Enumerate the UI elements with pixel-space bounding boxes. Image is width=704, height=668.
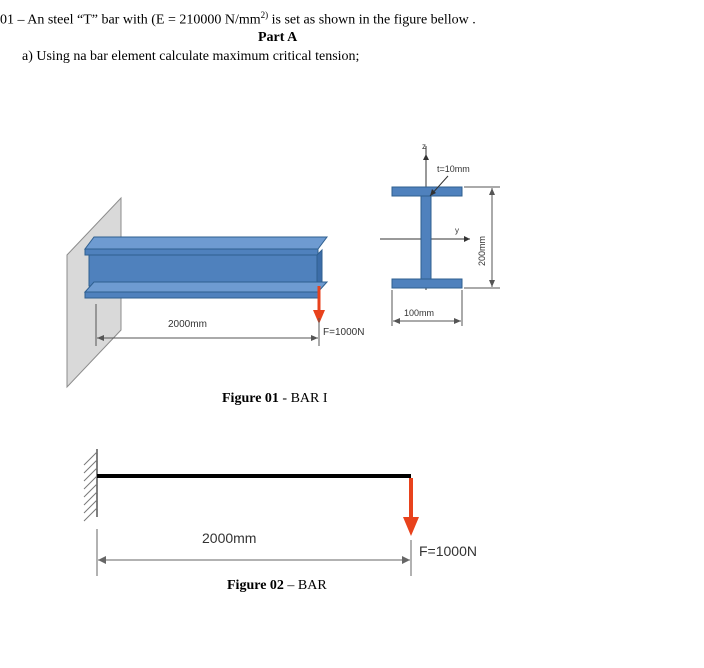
height-dim-arrow-top xyxy=(489,188,495,195)
width-label: 100mm xyxy=(404,308,434,318)
part-title: Part A xyxy=(258,30,298,45)
dim-arrow-right xyxy=(311,335,318,341)
beam-top-flange-front xyxy=(84,248,319,256)
figure-01-caption-rest: - BAR I xyxy=(278,391,328,406)
beam-bottom-flange-front xyxy=(84,291,319,299)
beam-web-end xyxy=(316,248,323,288)
question-text-prefix: 01 – An steel “T” bar with (E = 210000 N… xyxy=(0,12,261,28)
beam-bottom-flange-top xyxy=(83,281,329,293)
height-label: 200mm xyxy=(477,236,487,266)
figure-01-caption: Figure 01 - BAR I xyxy=(222,391,328,407)
dim-arrow-left xyxy=(97,335,104,341)
thickness-label: t=10mm xyxy=(437,164,470,174)
axis-z-label: z xyxy=(422,142,426,151)
section-top-flange xyxy=(391,186,463,197)
item-a: a) Using na bar element calculate maximu… xyxy=(22,49,360,64)
axis-y-label: y xyxy=(455,226,459,235)
height-dim-arrow-bottom xyxy=(489,280,495,287)
beam-top-flange-top xyxy=(84,236,328,250)
fig1-force-label: F=1000N xyxy=(323,327,364,338)
section-web xyxy=(420,195,432,280)
axis-z-arrow xyxy=(423,154,429,160)
width-dim-arrow-right xyxy=(454,318,461,324)
beam-web xyxy=(88,254,318,287)
figure-02-caption: Figure 02 – BAR xyxy=(227,578,327,594)
question-superscript: 2) xyxy=(260,10,269,20)
thickness-leader-arrow xyxy=(430,189,436,196)
figure-01-caption-title: Figure 01 xyxy=(222,391,279,406)
width-dim-arrow-left xyxy=(393,318,400,324)
figure-02-caption-rest: – BAR xyxy=(283,578,327,593)
section-bottom-flange xyxy=(391,278,463,289)
axis-y-arrow xyxy=(464,236,470,242)
force-arrow-head xyxy=(313,310,325,324)
question-text-suffix: is set as shown in the figure bellow . xyxy=(268,12,476,28)
fig1-length-label: 2000mm xyxy=(168,319,207,330)
figure-02-caption-title: Figure 02 xyxy=(227,578,284,593)
question-statement: 01 – An steel “T” bar with (E = 210000 N… xyxy=(0,10,476,29)
